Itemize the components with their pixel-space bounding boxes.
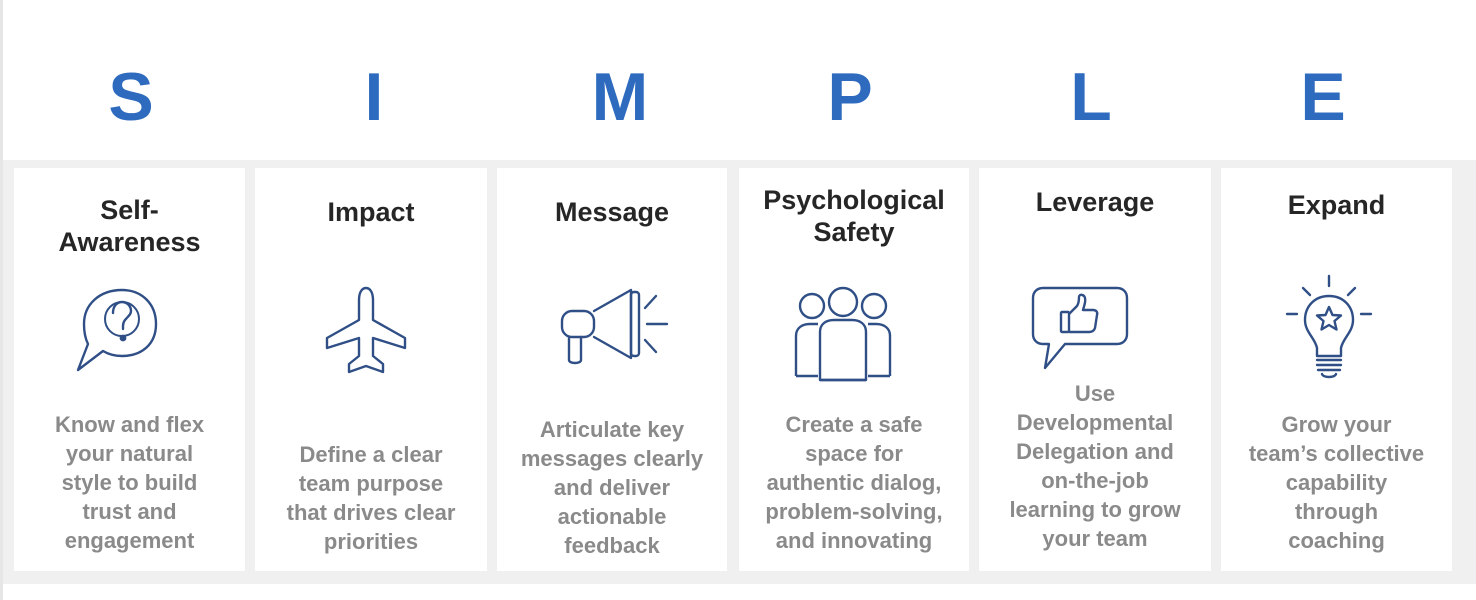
acronym-letter-e: E [1300,59,1346,135]
card-description: Create a safe space for authentic dialog… [765,412,943,553]
card-psychological-safety: Psychological Safety Create a safe space… [739,168,969,571]
card-title: Expand [1287,190,1386,220]
card-expand: Expand Grow your team’s collective capab… [1221,168,1452,571]
card-title: Leverage [1035,187,1155,217]
acronym-header: S I M P L E [0,0,1476,160]
card-description: Define a clear team purpose that drives … [286,442,456,554]
card-self-awareness: Self- Awareness Know and flex your natur… [14,168,245,571]
question-speech-bubble-icon [76,286,166,376]
card-title: Impact [327,197,415,227]
card-leverage: Leverage Use Developmental Delegation an… [979,168,1211,571]
acronym-letter-s: S [108,59,154,135]
card-description: Grow your team’s collective capability t… [1248,412,1425,553]
card-title: Self- Awareness [58,195,201,257]
card-description: Know and flex your natural style to buil… [54,412,205,553]
left-border [0,0,3,600]
acronym-letter-p: P [827,59,873,135]
bottom-strip [3,584,1476,600]
card-title: Message [554,197,670,227]
card-impact: Impact Define a clear team purpose that … [255,168,487,571]
card-title: Psychological Safety [763,185,945,247]
megaphone-icon [559,286,669,366]
group-of-people-icon [794,286,892,382]
acronym-letter-m: M [591,59,649,135]
lightbulb-star-icon [1285,274,1373,384]
thumbs-up-speech-bubble-icon [1031,286,1131,372]
acronym-letter-l: L [1070,59,1112,135]
card-description: Use Developmental Delegation and on-the-… [1009,381,1181,551]
airplane-icon [325,286,407,376]
card-description: Articulate key messages clearly and deli… [520,417,704,558]
card-message: Message Articulate key messages clearly … [497,168,727,571]
acronym-letter-i: I [364,59,384,135]
